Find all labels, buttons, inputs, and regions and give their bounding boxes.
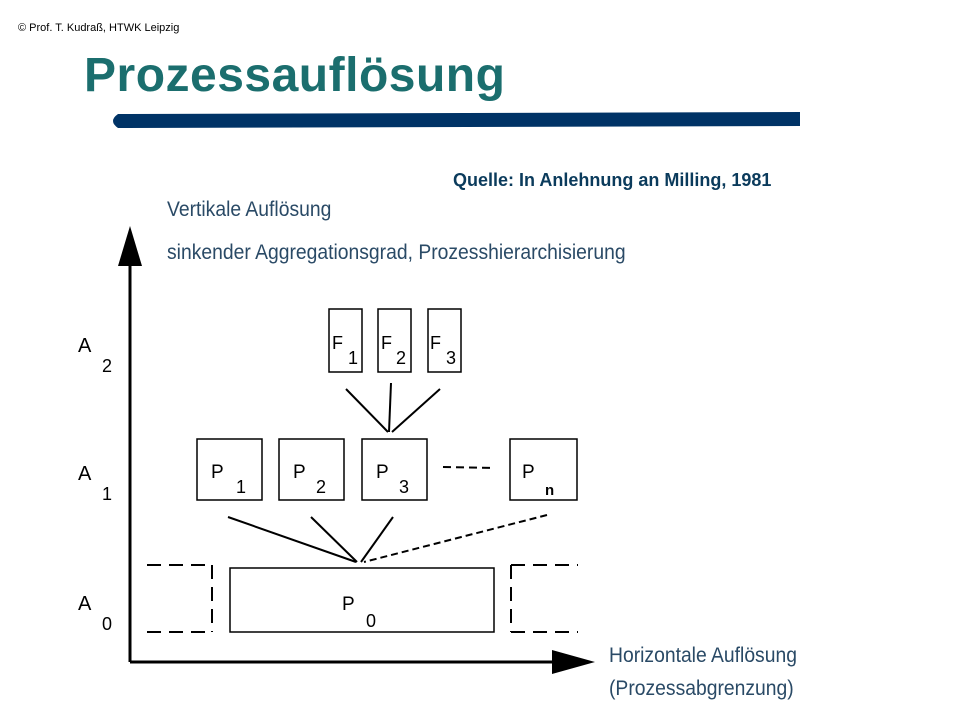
connector-pn-p0 (363, 514, 548, 563)
neighbor-process-right (510, 564, 578, 633)
svg-text:F: F (332, 333, 343, 353)
connector-f3-p3 (391, 388, 441, 433)
level-a2-index: 2 (102, 356, 112, 376)
copyright-note: © Prof. T. Kudraß, HTWK Leipzig (18, 22, 180, 34)
function-box-f3: F 3 (427, 308, 462, 373)
connector-p3-p0 (360, 516, 394, 563)
vertical-axis-subtitle: sinkender Aggregationsgrad, Prozesshiera… (167, 241, 626, 264)
svg-text:n: n (545, 482, 554, 499)
svg-text:3: 3 (446, 348, 456, 368)
neighbor-process-left (147, 564, 213, 633)
svg-text:3: 3 (399, 477, 409, 497)
svg-text:2: 2 (316, 477, 326, 497)
horizontal-axis-subtitle: (Prozessabgrenzung) (609, 677, 794, 700)
process-box-pn: P n (509, 438, 578, 501)
vertical-axis-arrow (118, 226, 142, 266)
ellipsis-dashes (442, 466, 495, 469)
svg-text:F: F (381, 333, 392, 353)
svg-text:P: P (293, 462, 306, 483)
svg-text:P: P (376, 462, 389, 483)
process-box-p3: P 3 (361, 438, 428, 501)
connector-p1-p0 (227, 516, 357, 563)
svg-text:0: 0 (366, 611, 376, 631)
svg-text:1: 1 (348, 348, 358, 368)
svg-text:P: P (211, 462, 224, 483)
horizontal-axis-title: Horizontale Auflösung (609, 644, 797, 667)
svg-text:P: P (342, 594, 355, 615)
svg-text:1: 1 (236, 477, 246, 497)
svg-text:2: 2 (396, 348, 406, 368)
vertical-axis-title: Vertikale Auflösung (167, 198, 332, 221)
process-box-p1: P 1 (196, 438, 263, 501)
connector-f1-p3 (345, 388, 389, 433)
horizontal-axis-arrow (552, 650, 595, 674)
root-process-box-p0: P 0 (229, 567, 495, 633)
title-underline (113, 112, 800, 128)
level-a1-letter: A (78, 463, 92, 485)
level-a0-letter: A (78, 593, 92, 615)
level-a2-letter: A (78, 335, 92, 357)
connector-p2-p0 (310, 516, 358, 563)
source-citation: Quelle: In Anlehnung an Milling, 1981 (453, 170, 772, 190)
page-title: Prozessauflösung (84, 49, 506, 102)
function-box-f2: F 2 (377, 308, 412, 373)
connector-f2-p3 (388, 382, 392, 433)
level-a1-index: 1 (102, 484, 112, 504)
svg-text:F: F (430, 333, 441, 353)
function-box-f1: F 1 (328, 308, 363, 373)
process-box-p2: P 2 (278, 438, 345, 501)
level-a0-index: 0 (102, 614, 112, 634)
svg-text:P: P (522, 462, 535, 483)
